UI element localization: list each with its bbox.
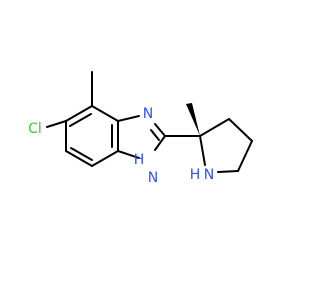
nh-hydrogen-label: H	[134, 152, 145, 168]
bond-n-cq	[199, 135, 206, 166]
bond-cq-c3p	[199, 118, 230, 137]
bond-c2-n1	[154, 135, 166, 151]
pyrrolidine-nitrogen-label: N	[204, 167, 214, 183]
pyrrolidine-hydrogen-label: H	[190, 167, 201, 183]
imidazole-ring	[117, 115, 166, 159]
bond-c3a-n3	[117, 115, 140, 122]
benzene-ring	[65, 105, 119, 167]
bond-c3p-c4p	[228, 118, 253, 142]
bond-c4-c5	[65, 105, 93, 122]
stereo-wedge-bond	[186, 103, 200, 136]
bond-c5p-n	[217, 170, 239, 173]
bond-c4p-c5p	[237, 140, 253, 172]
bond-n1-c7a	[117, 150, 140, 159]
molecule-drawing: Cl N H N H N	[28, 71, 253, 186]
nh-nitrogen-label: N	[148, 170, 158, 186]
imine-nitrogen-label: N	[143, 106, 153, 122]
bond-c4-c5-inner	[69, 113, 92, 127]
bond-c7-c7a	[91, 150, 119, 167]
bond-c-cl	[46, 120, 67, 128]
pyrrolidine-ring	[164, 118, 253, 173]
bond-c3a-c4	[91, 105, 119, 122]
bond-c6-c7-inner	[70, 147, 93, 161]
bond-n3-c2	[154, 123, 166, 137]
bond-c6-c7	[65, 150, 93, 167]
chlorine-label: Cl	[28, 121, 42, 137]
bond-n3-c2-inner	[150, 129, 160, 141]
structure-canvas: Cl N H N H N	[28, 71, 253, 186]
